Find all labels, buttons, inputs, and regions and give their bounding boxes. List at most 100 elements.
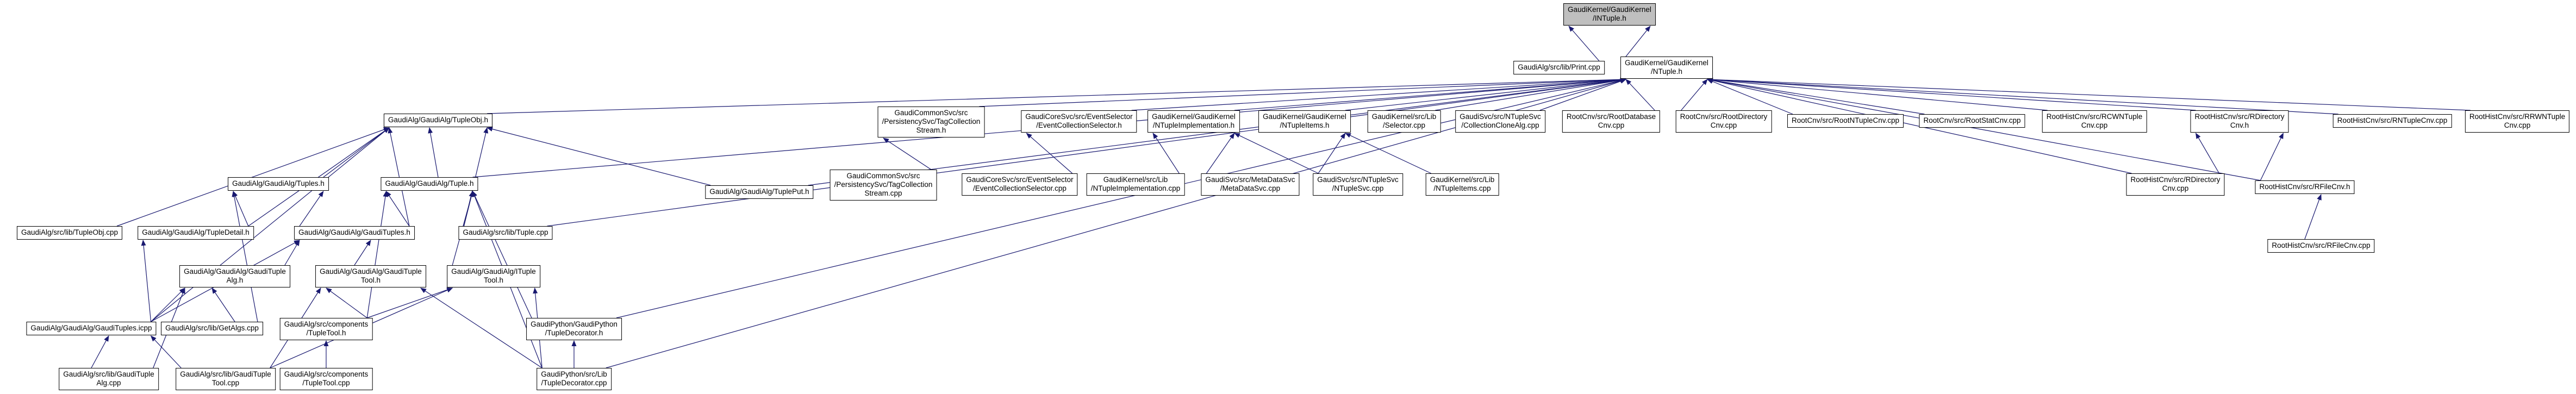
graph-node-intuple-h[interactable]: GaudiKernel/GaudiKernel/INTuple.h [1563,3,1656,26]
include-edge-ntupleimpl-cpp-to-ntupleimpl-h [1152,133,1180,174]
include-edge-rootstat-cpp-to-ntuple-h [1706,78,1925,115]
include-edge-tupleput-h-to-tupleobj-h [486,127,711,186]
graph-node-tuple-cpp[interactable]: GaudiAlg/src/lib/Tuple.cpp [458,226,553,240]
graph-node-tagcollstream-cpp[interactable]: GaudiCommonSvc/src/PersistencySvc/TagCol… [829,170,937,201]
graph-node-label: /MetaDataSvc.cpp [1220,184,1281,192]
graph-node-label: /TupleDecorator.h [545,329,603,337]
graph-node-label: RootCnv/src/RootDirectory [1680,112,1768,121]
graph-node-label: GaudiAlg/GaudiAlg/GaudiTuples.icpp [30,324,152,332]
graph-node-print-cpp[interactable]: GaudiAlg/src/lib/Print.cpp [1513,61,1605,74]
graph-node-rntuplecnv-cpp[interactable]: RootHistCnv/src/RNTupleCnv.cpp [2332,114,2452,128]
graph-node-comp-tupletool-h[interactable]: GaudiAlg/src/components/TupleTool.h [279,318,373,340]
include-edge-rdircnv-h-to-ntuple-h [1706,77,2196,111]
graph-node-label: RootHistCnv/src/RCWNTuple [2046,112,2143,121]
include-edge-rootntuple-cpp-to-ntuple-h [1707,79,1793,115]
graph-node-label: RootCnv/src/RootNTupleCnv.cpp [1791,116,1900,124]
graph-node-tuples-h[interactable]: GaudiAlg/GaudiAlg/Tuples.h [228,177,329,191]
graph-node-tupledetail-h[interactable]: GaudiAlg/GaudiAlg/TupleDetail.h [138,226,254,240]
graph-node-ntupleitems-h[interactable]: GaudiKernel/GaudiKernel/NTupleItems.h [1258,110,1351,133]
graph-node-ntupleimpl-cpp[interactable]: GaudiKernel/src/Lib/NTupleImplementation… [1086,173,1185,196]
graph-node-evcolsel-cpp[interactable]: GaudiCoreSvc/src/EventSelector/EventColl… [962,173,1078,196]
include-edge-gauditules-icpp-to-tupledetail-h [141,240,152,322]
graph-node-label: GaudiKernel/GaudiKernel [1625,59,1708,67]
graph-node-label: Cnv.cpp [1598,121,1625,129]
graph-node-label: GaudiKernel/GaudiKernel [1568,5,1651,14]
graph-node-label: /EventCollectionSelector.h [1036,121,1122,129]
graph-node-label: Cnv.cpp [2162,184,2189,192]
graph-node-comp-tupletool-cpp[interactable]: GaudiAlg/src/components/TupleTool.cpp [279,368,373,390]
graph-node-label: GaudiAlg/src/lib/GetAlgs.cpp [165,324,259,332]
graph-node-label: RootHistCnv/src/RRWNTuple [2469,112,2566,121]
graph-node-metadatasvc-cpp[interactable]: GaudiSvc/src/MetaDataSvc/MetaDataSvc.cpp [1201,173,1300,196]
graph-node-label: GaudiAlg/src/lib/TupleObj.cpp [21,228,118,236]
graph-node-label: GaudiAlg/GaudiAlg/TuplePut.h [709,187,809,196]
graph-node-collclone-cpp[interactable]: GaudiSvc/src/NTupleSvc/CollectionCloneAl… [1455,110,1545,133]
include-edge-tuple-cpp-to-tuple-h [463,191,474,227]
graph-node-label: GaudiKernel/GaudiKernel [1152,112,1236,121]
include-edge-tupleobj-h-to-ntuple-h [487,77,1627,114]
include-edge-rcwntuple-cpp-to-ntuple-h [1706,77,2048,111]
graph-node-label: Tool.h [483,276,504,284]
include-edge-gauditupes-h-to-tuples-h [299,191,324,227]
graph-node-rootstat-cpp[interactable]: RootCnv/src/RootStatCnv.cpp [1919,114,2025,128]
include-edge-rrwntuple-cpp-to-ntuple-h [1706,77,2471,111]
graph-node-label: GaudiAlg/src/components [284,320,369,328]
include-edge-ntupleitems-h-to-ntuple-h [1345,77,1627,111]
graph-node-label: GaudiCoreSvc/src/EventSelector [966,176,1074,184]
include-edge-gauditupletool-h-to-gauditupes-h [354,240,371,266]
graph-node-tupleobj-cpp[interactable]: GaudiAlg/src/lib/TupleObj.cpp [16,226,123,240]
graph-node-label: GaudiCommonSvc/src [894,109,968,117]
include-edge-gauditules-icpp-to-gauditulpealg-h [151,287,185,322]
graph-node-tupleobj-h[interactable]: GaudiAlg/GaudiAlg/TupleObj.h [383,114,493,127]
graph-node-ntuplesvc-cpp[interactable]: GaudiSvc/src/NTupleSvc/NTupleSvc.cpp [1313,173,1403,196]
graph-node-label: GaudiAlg/GaudiAlg/TupleObj.h [388,116,489,124]
graph-node-getalgs-cpp[interactable]: GaudiAlg/src/lib/GetAlgs.cpp [161,322,263,335]
graph-node-gauditules-icpp[interactable]: GaudiAlg/GaudiAlg/GaudiTuples.icpp [26,322,157,335]
graph-node-evcolsel-h[interactable]: GaudiCoreSvc/src/EventSelector/EventColl… [1021,110,1137,133]
graph-node-label: Cnv.cpp [2504,121,2531,129]
graph-node-tupledecor-h[interactable]: GaudiPython/GaudiPython/TupleDecorator.h [526,318,622,340]
include-edge-gauditules-icpp-to-tupleobj-h [151,127,390,322]
graph-node-label: /EventCollectionSelector.cpp [973,184,1066,192]
graph-node-tuple-h[interactable]: GaudiAlg/GaudiAlg/Tuple.h [381,177,478,191]
graph-node-label: RootCnv/src/RootStatCnv.cpp [1923,116,2021,124]
graph-node-ntupleitems-cpp[interactable]: GaudiKernel/src/Lib/NTupleItems.cpp [1425,173,1499,196]
graph-node-rfilecnv-h[interactable]: RootHistCnv/src/RFileCnv.h [2255,180,2355,194]
include-edge-tuple-h-to-tupleobj-h [428,127,439,178]
include-edge-evcolsel-cpp-to-evcolsel-h [1026,133,1073,174]
graph-node-gauditupes-h[interactable]: GaudiAlg/GaudiAlg/GaudiTuples.h [294,226,415,240]
graph-node-selector-cpp[interactable]: GaudiKernel/src/Lib/Selector.cpp [1367,110,1441,133]
graph-node-label: /NTupleItems.h [1280,121,1330,129]
graph-node-tagcollstream-h[interactable]: GaudiCommonSvc/src/PersistencySvc/TagCol… [877,107,985,137]
graph-node-ntuple-h[interactable]: GaudiKernel/GaudiKernel/NTuple.h [1620,57,1713,79]
graph-node-label: GaudiAlg/GaudiAlg/ITuple [451,267,536,276]
graph-node-label: RootHistCnv/src/RFileCnv.cpp [2272,241,2371,249]
graph-node-rootntuple-cpp[interactable]: RootCnv/src/RootNTupleCnv.cpp [1787,114,1904,128]
graph-node-label: /TupleDecorator.cpp [541,379,607,387]
include-edge-rootdb-cpp-to-ntuple-h [1625,79,1655,111]
graph-node-label: GaudiPython/src/Lib [541,370,607,378]
include-edge-rfilecnv-h-to-rdircnv-h [2260,133,2284,181]
include-edge-tupledecor-cpp-to-gauditupletool-h [420,287,542,368]
graph-node-label: /INTuple.h [1593,14,1626,22]
graph-node-ntupleimpl-h[interactable]: GaudiKernel/GaudiKernel/NTupleImplementa… [1147,110,1240,133]
graph-node-label: Cnv.h [2230,121,2249,129]
graph-node-rfilecnv-cpp[interactable]: RootHistCnv/src/RFileCnv.cpp [2267,239,2375,253]
include-edge-rfilecnv-cpp-to-rfilecnv-h [2304,194,2322,240]
graph-node-tupleput-h[interactable]: GaudiAlg/GaudiAlg/TuplePut.h [705,185,814,199]
include-edge-evcolsel-h-to-ntuple-h [1131,77,1627,111]
graph-node-label: GaudiAlg/src/lib/Tuple.cpp [463,228,548,236]
graph-node-tupledecor-cpp[interactable]: GaudiPython/src/Lib/TupleDecorator.cpp [537,368,612,390]
